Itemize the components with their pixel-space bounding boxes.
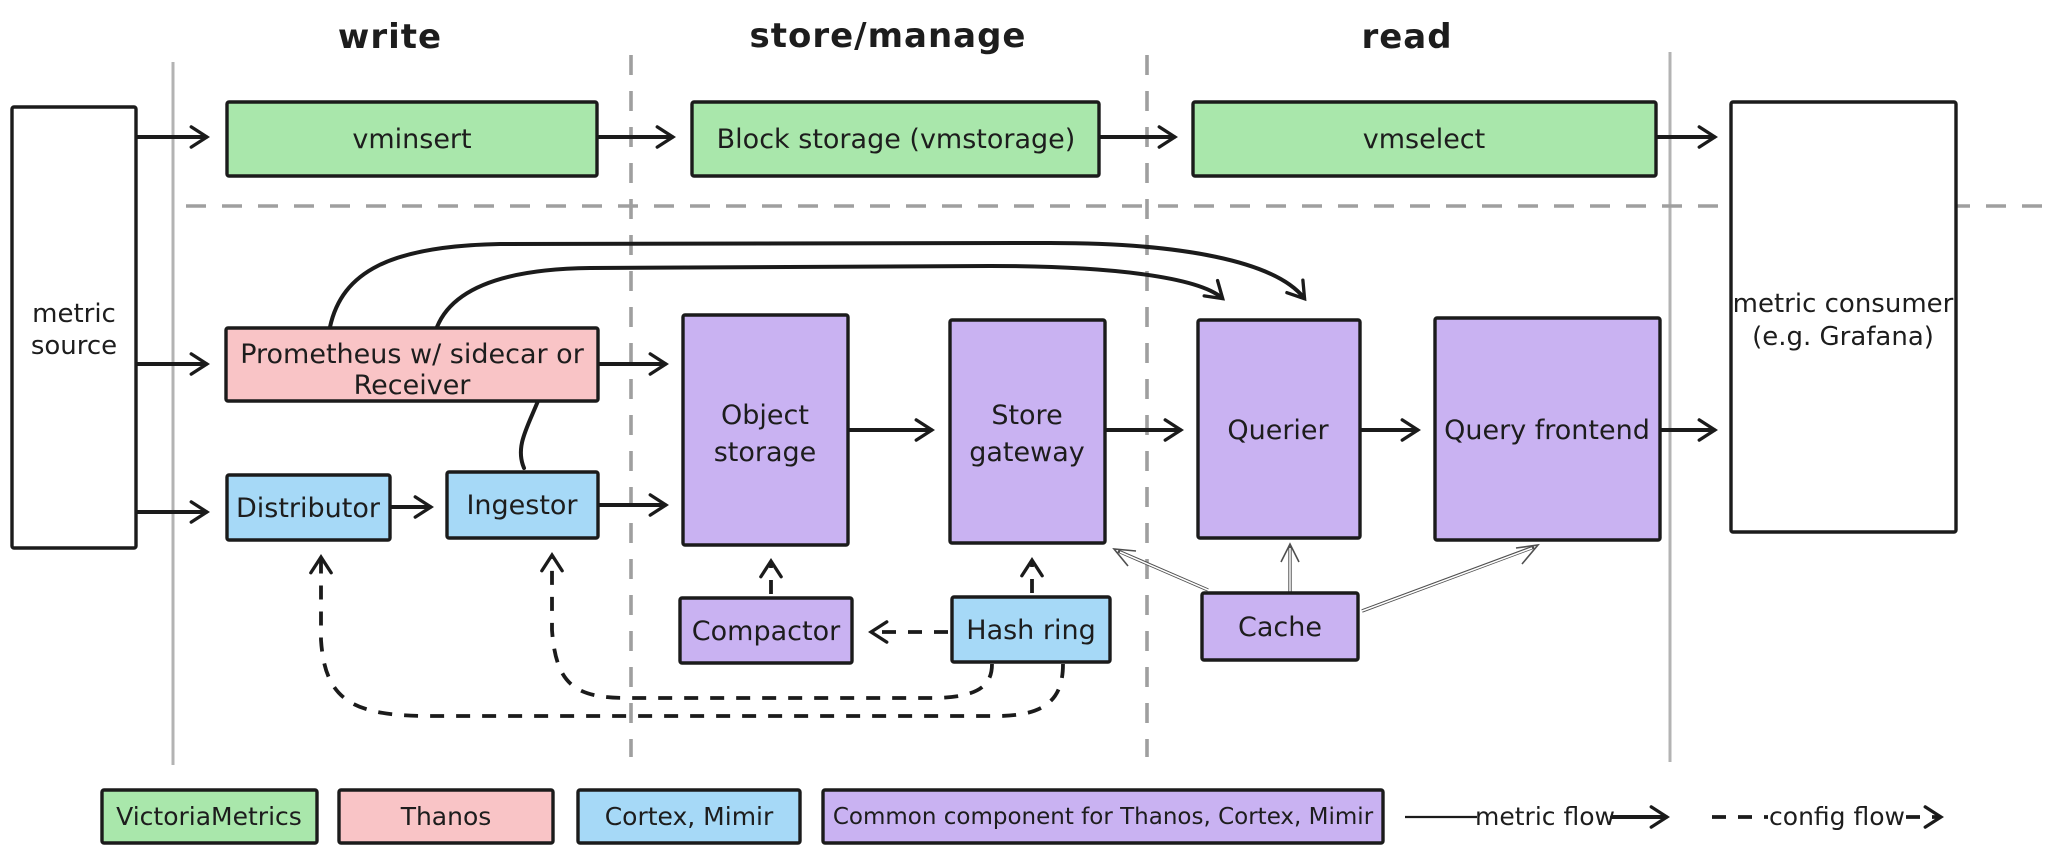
- cache-arrows: [1112, 542, 1540, 613]
- legend: VictoriaMetrics Thanos Cortex, Mimir Com…: [100, 788, 1944, 845]
- metric-consumer-label-line2: (e.g. Grafana): [1752, 322, 1934, 352]
- line-prometheus-to-ingestor: [518, 399, 540, 470]
- node-prometheus: Prometheus w/ sidecar or Receiver: [224, 326, 600, 403]
- vmselect-label: vmselect: [1363, 124, 1486, 155]
- object-storage-label-line2: storage: [714, 437, 817, 468]
- hash-ring-label: Hash ring: [966, 615, 1095, 646]
- prometheus-label-line1: Prometheus w/ sidecar or: [240, 339, 584, 370]
- arrow-prometheus-to-querier-lower-curve: [435, 263, 1226, 329]
- store-gateway-label-line1: Store: [991, 400, 1062, 431]
- metric-consumer-label-line1: metric consumer: [1733, 289, 1954, 319]
- metric-flow-arrows: [134, 125, 1718, 524]
- legend-metric-flow-label: metric flow: [1475, 802, 1615, 831]
- node-store-gateway: Store gateway: [948, 318, 1107, 545]
- node-vminsert: vminsert: [225, 100, 599, 178]
- legend-config-flow: config flow: [1712, 802, 1944, 831]
- metric-source-label-line2: source: [31, 331, 117, 361]
- arrow-prometheus-to-querier-upper-curve: [328, 240, 1307, 329]
- query-frontend-label: Query frontend: [1444, 415, 1650, 446]
- arrow-cache-to-querier: [1280, 542, 1300, 592]
- node-metric-source: metric source: [10, 105, 138, 550]
- node-metric-consumer: metric consumer (e.g. Grafana): [1729, 100, 1958, 534]
- distributor-label: Distributor: [236, 493, 381, 524]
- legend-thanos: Thanos: [337, 788, 555, 845]
- node-distributor: Distributor: [225, 473, 392, 542]
- node-compactor: Compactor: [678, 596, 854, 665]
- node-object-storage: Object storage: [681, 313, 850, 547]
- legend-common-component: Common component for Thanos, Cortex, Mim…: [821, 788, 1385, 845]
- arrow-hashring-to-distributor-curve: [309, 554, 1065, 718]
- section-title-write: write: [338, 17, 442, 57]
- arrow-cache-to-storegateway: [1112, 548, 1209, 592]
- legend-config-flow-label: config flow: [1769, 802, 1905, 831]
- node-cache: Cache: [1200, 591, 1360, 662]
- arrow-hashring-to-ingestor-curve: [540, 552, 994, 700]
- legend-victoriametrics-label: VictoriaMetrics: [116, 802, 302, 831]
- node-ingestor: Ingestor: [445, 470, 600, 540]
- section-title-store-manage: store/manage: [749, 16, 1026, 56]
- legend-common-component-label: Common component for Thanos, Cortex, Mim…: [833, 804, 1374, 830]
- node-vmselect: vmselect: [1191, 100, 1658, 178]
- node-query-frontend: Query frontend: [1433, 316, 1662, 542]
- vminsert-label: vminsert: [352, 124, 471, 155]
- ingestor-label: Ingestor: [466, 490, 578, 521]
- legend-cortex-mimir-label: Cortex, Mimir: [605, 802, 774, 831]
- node-hash-ring: Hash ring: [950, 595, 1112, 664]
- legend-metric-flow: metric flow: [1405, 802, 1670, 831]
- legend-thanos-label: Thanos: [400, 802, 492, 831]
- compactor-label: Compactor: [692, 616, 841, 647]
- legend-cortex-mimir: Cortex, Mimir: [576, 788, 802, 845]
- arrow-cache-to-queryfrontend: [1361, 543, 1540, 613]
- store-gateway-label-line2: gateway: [969, 437, 1085, 468]
- metric-source-label-line1: metric: [32, 299, 116, 329]
- block-storage-label: Block storage (vmstorage): [717, 124, 1076, 155]
- querier-label: Querier: [1227, 415, 1329, 446]
- section-title-read: read: [1361, 17, 1452, 57]
- prometheus-label-line2: Receiver: [354, 370, 472, 401]
- legend-victoriametrics: VictoriaMetrics: [100, 788, 319, 845]
- object-storage-label-line1: Object: [721, 400, 809, 431]
- config-flow-arrows: [309, 552, 1065, 718]
- node-block-storage: Block storage (vmstorage): [690, 100, 1101, 178]
- cache-label: Cache: [1238, 612, 1322, 643]
- node-querier: Querier: [1196, 318, 1362, 540]
